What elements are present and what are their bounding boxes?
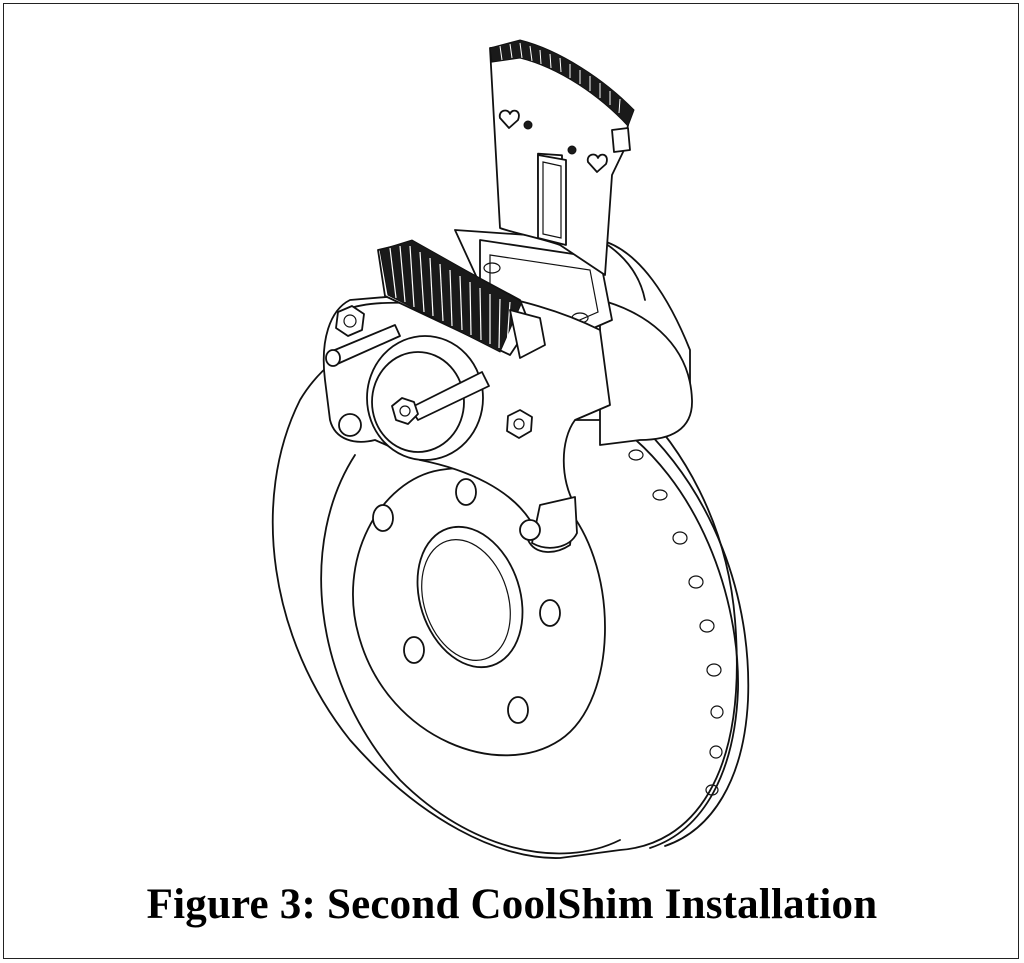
caliper <box>322 229 693 553</box>
lug-holes <box>372 478 561 724</box>
rear-coolshim-plate <box>489 39 635 276</box>
figure-caption: Figure 3: Second CoolShim Installation <box>146 881 878 928</box>
front-coolshim-pad <box>377 239 546 359</box>
rotor-vents <box>628 449 724 796</box>
bolts <box>325 305 541 541</box>
